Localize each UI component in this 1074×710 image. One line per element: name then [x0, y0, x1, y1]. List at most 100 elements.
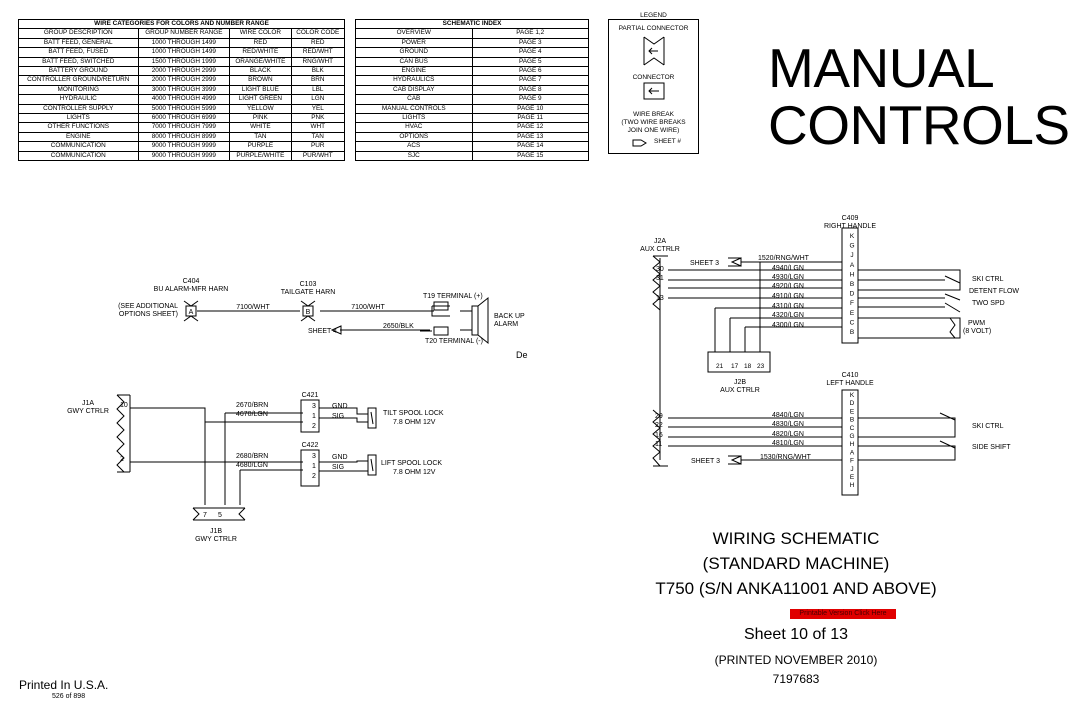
j1a-pin2: 2	[120, 456, 124, 463]
cut-off-text: De	[516, 350, 528, 360]
w2670-label: 2670/BRN	[236, 402, 268, 409]
j2a-pin13: 13	[656, 295, 664, 302]
connector-icon	[643, 82, 665, 100]
legend-partial-connector: PARTIAL CONNECTOR	[618, 25, 689, 32]
index-cell: PAGE 11	[471, 113, 589, 124]
connector-pin-letter: J	[850, 466, 853, 473]
index-cell: MANUAL CONTROLS	[355, 103, 473, 115]
pwm-label-1: PWM	[968, 320, 985, 327]
index-cell: PAGE 8	[471, 84, 589, 96]
wire-4670-path	[130, 407, 303, 423]
c421-label: C421	[302, 392, 319, 399]
connector-pin-letter: G	[849, 433, 854, 440]
j1b-name: GWY CTRLR	[195, 536, 237, 543]
w4320-label: 4320/LGN	[772, 312, 804, 319]
diagram-labels: C404 BU ALARM-MFR HARN (SEE ADDITIONAL O…	[67, 215, 1019, 543]
page-title-line1: MANUAL	[768, 37, 995, 99]
j2a-name: AUX CTRLR	[640, 246, 680, 253]
lift-sig-label: SIG	[332, 464, 344, 471]
j1b-connector-icon	[192, 507, 246, 521]
wire-table-cell: PNK	[290, 113, 346, 124]
w4300-label: 4300/LGN	[772, 322, 804, 329]
t19-lead	[431, 306, 450, 317]
w1520-label: 1520/RNG/WHT	[758, 255, 810, 262]
t19-terminal-icon	[433, 301, 449, 311]
w2650-label: 2650/BLK	[383, 323, 414, 330]
connector-pin-letter: A	[850, 262, 855, 269]
wire-table-caption-row: WIRE CATEGORIES FOR COLORS AND NUMBER RA…	[18, 18, 345, 30]
j2a-pin30: 30	[656, 266, 664, 273]
index-cell: PAGE 7	[471, 75, 589, 86]
w4670-label: 4670/LGN	[236, 411, 268, 418]
index-cell: PAGE 9	[471, 94, 589, 105]
index-cell: PAGE 6	[471, 66, 589, 77]
sheet-arrow-icon	[632, 139, 647, 147]
j2a-pin16: 16	[655, 432, 663, 439]
index-cell: HVAC	[355, 122, 473, 133]
ski-ctrl-label: SKI CTRL	[972, 276, 1004, 283]
printable-version-link[interactable]: Printable Version Click Here	[790, 609, 896, 619]
legend-box: PARTIAL CONNECTOR CONNECTOR WIRE BREAK (…	[608, 19, 699, 154]
page-title: MANUAL CONTROLS	[768, 40, 1070, 154]
wire-table-cell: RED/WHT	[290, 47, 346, 58]
header-color-code: COLOR CODE	[290, 28, 346, 39]
index-cell: OVERVIEW	[355, 28, 473, 39]
j1b-pin7: 7	[203, 512, 207, 519]
lift-solenoid-icon	[367, 454, 377, 476]
j2b-pin-18: 18	[744, 363, 752, 370]
wire-table-cell: PUR/WHT	[290, 150, 346, 162]
connector-pin-letter: E	[850, 408, 855, 415]
w4810-label: 4810/LGN	[772, 440, 804, 447]
w4310-label: 4310/LGN	[772, 303, 804, 310]
sheet3b-label: SHEET 3	[691, 458, 720, 465]
connector-pin-letter: F	[850, 458, 854, 465]
w4930-label: 4930/LGN	[772, 274, 804, 281]
wire-table-cell: RED	[290, 37, 346, 49]
index-cell: PAGE 3	[471, 37, 589, 49]
index-cell: PAGE 4	[471, 47, 589, 58]
sheet4-arrow-icon	[330, 325, 342, 335]
connector-pin-letter: J	[850, 252, 853, 259]
title-line1: WIRING SCHEMATIC	[712, 529, 880, 548]
c103-label: C103	[300, 281, 317, 288]
connector-pin-letter: G	[849, 243, 854, 250]
pwm-loop	[858, 317, 961, 339]
j1b-pin5: 5	[218, 512, 222, 519]
c409-label: C409	[842, 215, 859, 222]
index-cell: CAB DISPLAY	[355, 84, 473, 96]
index-cell: HYDRAULICS	[355, 75, 473, 86]
index-cell: PAGE 10	[471, 103, 589, 115]
wire-table-cell: YEL	[290, 103, 346, 115]
wire-categories-table: WIRE CATEGORIES FOR COLORS AND NUMBER RA…	[18, 18, 346, 162]
c410-label: C410	[842, 372, 859, 379]
partial-connector-icon	[643, 36, 665, 66]
tilt-gnd-label: GND	[332, 403, 348, 410]
tilt-gnd	[319, 407, 368, 415]
printed-date: (PRINTED NOVEMBER 2010)	[714, 653, 878, 667]
index-cell: CAN BUS	[355, 56, 473, 68]
c421-pin1: 1	[312, 413, 316, 420]
w4920-label: 4920/LGN	[772, 283, 804, 290]
c422-label: C422	[302, 442, 319, 449]
index-cell: SJC	[355, 150, 473, 162]
w7100b-label: 7100/WHT	[351, 304, 385, 311]
see-additional-1: (SEE ADDITIONAL	[118, 303, 178, 310]
connector-pin-letter: D	[850, 400, 855, 407]
j1b-label: J1B	[210, 528, 222, 535]
c422-pin1: 1	[312, 463, 316, 470]
w4840-label: 4840/LGN	[772, 412, 804, 419]
